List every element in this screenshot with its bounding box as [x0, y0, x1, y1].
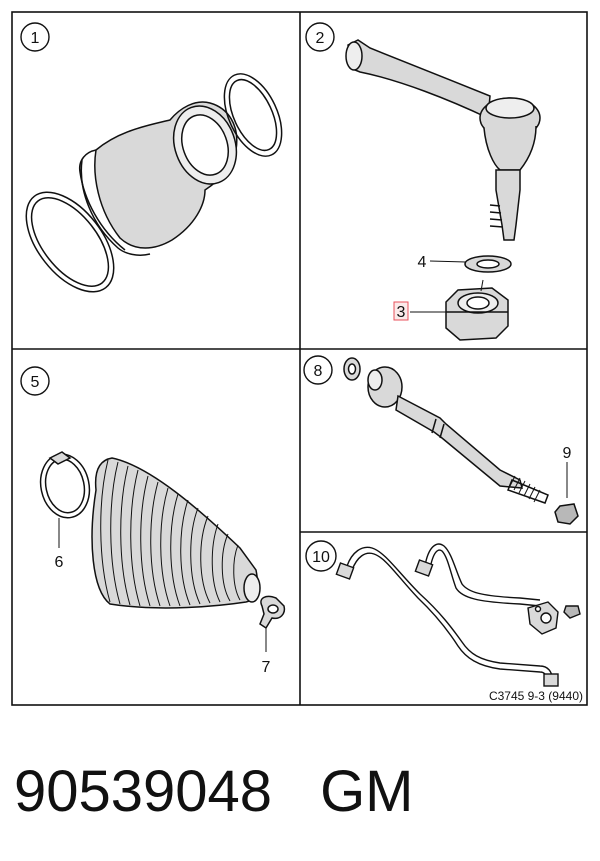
callout-4: 4: [418, 254, 427, 271]
callout-3: 3: [397, 304, 406, 321]
panel-2-badge: [305, 22, 335, 52]
bracket-bolt: [563, 605, 581, 619]
ball-joint-stud: [495, 169, 521, 241]
tie-rod-end-shaft: [347, 39, 491, 120]
pipe-fitting-3: [543, 673, 559, 687]
clamp-ring-right: [223, 73, 283, 157]
tie-rod-shaft: [395, 394, 523, 489]
panel-5-badge: [20, 366, 50, 396]
panel-10-badge: [305, 540, 337, 572]
pipe-fitting-2: [414, 559, 434, 577]
panel-8-number: 8: [314, 363, 323, 380]
callout-6: 6: [55, 554, 64, 571]
boot-kit-illustration: [25, 73, 283, 293]
panel-8-badge: [303, 355, 333, 385]
panel-5-number: 5: [31, 374, 40, 391]
panel-10-number: 10: [312, 549, 330, 566]
bellows-illustration: [39, 451, 286, 652]
callout-9: 9: [563, 445, 572, 462]
tie-rod-end-illustration: [345, 39, 541, 341]
panel-2-number: 2: [316, 30, 325, 47]
pipe-lower: [424, 543, 541, 601]
panel-1-badge: [20, 22, 50, 52]
callout-4-leader: [429, 260, 467, 263]
adjusting-sleeve: [554, 503, 579, 525]
panel-1-number: 1: [31, 30, 40, 47]
diagram-code: C3745 9-3 (9440): [489, 689, 583, 703]
parts-diagram: 1 2 5 8 10: [11, 11, 588, 706]
part-number-line: 90539048 GM: [14, 752, 594, 832]
callout-7: 7: [262, 659, 271, 676]
callout-3-highlight: [393, 301, 409, 321]
clamp-ring-left: [25, 191, 115, 293]
part-number: 90539048: [14, 759, 273, 824]
bellows-body: [91, 457, 259, 609]
brand-name: GM: [320, 759, 414, 824]
pipe-upper: [346, 546, 553, 679]
inner-tie-rod-illustration: [343, 357, 579, 525]
pipe-fitting-1: [335, 562, 355, 580]
hydraulic-lines-illustration: [335, 543, 581, 687]
